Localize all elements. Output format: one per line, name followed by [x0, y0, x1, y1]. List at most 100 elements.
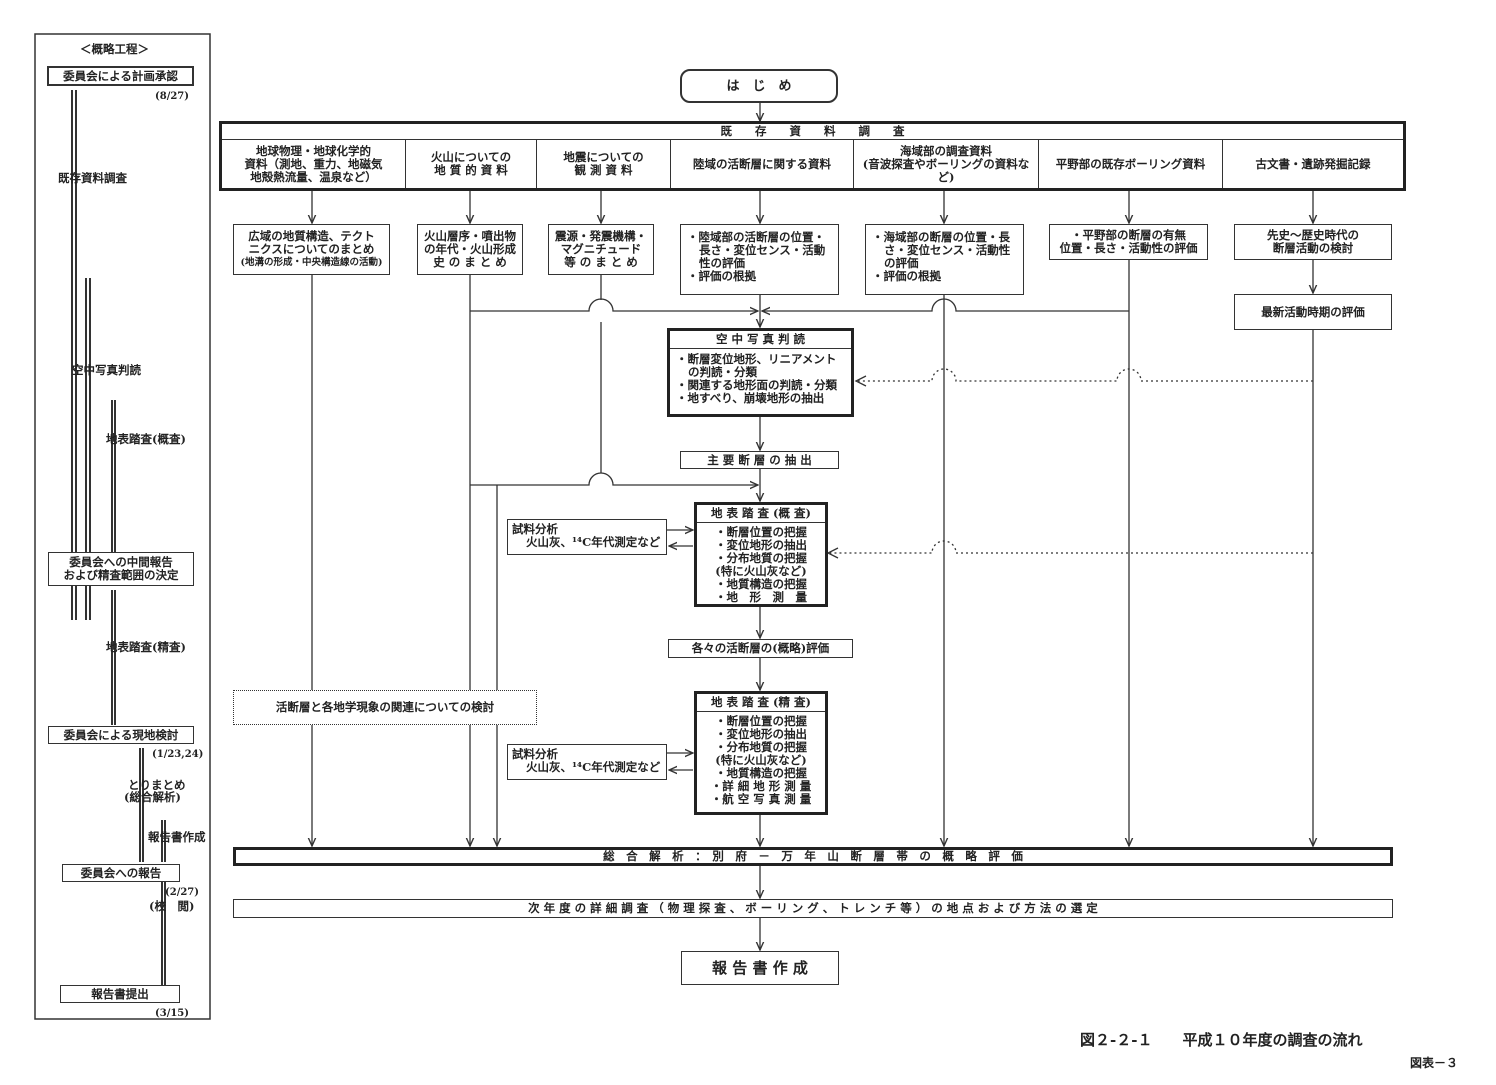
flow-start-box: は じ め — [680, 69, 838, 103]
fault-evaluation-label: 各々の活断層の(概略)評価 — [691, 641, 830, 655]
flow-start-label: は じ め — [726, 78, 792, 94]
land-l3: 性の評価 — [699, 256, 745, 270]
schedule-approval-date: (8/27) — [155, 91, 189, 102]
sea-fault-eval-box: ・海域部の断層の位置・長さ・変位センス・活動性の評価・評価の根拠 — [865, 224, 1024, 295]
schedule-site-review-box: 委員会による現地検討 — [48, 726, 194, 744]
sample2-l2: 火山灰、¹⁴C年代測定など — [526, 760, 661, 774]
sample2-l1: 試料分析 — [512, 747, 558, 761]
rough-l6: ・地 形 測 量 — [715, 590, 807, 604]
column-land-faults-l1: 陸域の活断層に関する資料 — [693, 156, 831, 171]
figure-caption: 図２-２-１ 平成１０年度の調査の流れ — [1080, 1031, 1363, 1049]
rough-l2: ・変位地形の抽出 — [715, 538, 807, 552]
sample1-l2: 火山灰、¹⁴C年代測定など — [526, 535, 661, 549]
history-l1: 先史～歴史時代の — [1267, 228, 1359, 242]
plain-fault-eval-box: ・平野部の断層の有無位置・長さ・活動性の評価 — [1049, 224, 1208, 260]
aerial-photo-box: 空 中 写 真 判 読 ・断層変位地形、リニアメント の判読・分類 ・関連する地… — [667, 328, 854, 417]
regional-l3: (地溝の形成・中央構造線の活動) — [240, 257, 383, 268]
latest-activity-label: 最新活動時期の評価 — [1261, 304, 1365, 319]
history-l2: 断層活動の検討 — [1272, 241, 1354, 255]
column-sea-l1: 海域部の調査資料 — [900, 143, 992, 158]
column-plain-boring: 平野部の既存ボーリング資料 — [1039, 140, 1223, 188]
rough-l4: (特に火山灰など) — [715, 564, 807, 578]
schedule-proofread: (校 閲) — [149, 899, 195, 913]
schedule-summary-line1: とりまとめ — [128, 778, 186, 792]
relation-review-box: 活断層と各地学現象の関連についての検討 — [233, 690, 537, 725]
main-fault-extraction-label: 主 要 断 層 の 抽 出 — [707, 452, 812, 467]
aerial-l3: ・関連する地形面の判読・分類 — [676, 378, 837, 392]
column-earthquake-l2: 観 測 資 料 — [574, 163, 633, 177]
detail-l5: ・地質構造の把握 — [715, 766, 807, 780]
quake-l2: マグニチュード — [560, 242, 642, 256]
schedule-report-writing: 報告書作成 — [148, 830, 206, 844]
land-l1: ・陸域部の活断層の位置・ — [687, 230, 825, 244]
column-history-l1: 古文書・遺跡発掘記録 — [1255, 156, 1371, 171]
schedule-interim-line2: および精査範囲の決定 — [63, 568, 179, 582]
detail-l7: ・航 空 写 真 測 量 — [710, 792, 812, 806]
rough-survey-box: 地 表 踏 査 (概 査) ・断層位置の把握 ・変位地形の抽出 ・分布地質の把握… — [694, 502, 828, 607]
sea-l3: の評価 — [884, 256, 919, 270]
column-plain-boring-l1: 平野部の既存ボーリング資料 — [1055, 156, 1206, 171]
land-l4: ・評価の根拠 — [687, 269, 756, 283]
plain-l1: ・平野部の断層の有無 — [1071, 228, 1186, 242]
synthesis-box: 総 合 解 析 ： 別 府 － 万 年 山 断 層 帯 の 概 略 評 価 — [233, 847, 1393, 866]
rough-l3: ・分布地質の把握 — [715, 551, 807, 565]
schedule-submit-box: 報告書提出 — [60, 985, 180, 1003]
column-geophysics-l2: 資料（測地、重力、地磁気 — [244, 156, 383, 171]
existing-materials-table: 既 存 資 料 調 査 地球物理・地球化学的資料（測地、重力、地磁気地殻熱流量、… — [219, 121, 1406, 191]
history-review-box: 先史～歴史時代の断層活動の検討 — [1234, 224, 1392, 260]
column-earthquake: 地震についての観 測 資 料 — [537, 140, 671, 188]
detail-l2: ・変位地形の抽出 — [715, 727, 807, 741]
report-label: 報 告 書 作 成 — [712, 958, 808, 977]
main-fault-extraction-box: 主 要 断 層 の 抽 出 — [680, 451, 839, 469]
volcano-l3: 史 の ま と め — [433, 255, 507, 269]
aerial-l1: ・断層変位地形、リニアメント — [676, 352, 837, 366]
latest-activity-box: 最新活動時期の評価 — [1234, 294, 1392, 330]
rough-survey-title: 地 表 踏 査 (概 査) — [697, 505, 825, 523]
schedule-site-review-date: (1/23,24) — [152, 749, 204, 760]
detail-l4: (特に火山灰など) — [715, 753, 807, 767]
column-volcano-l1: 火山についての — [430, 150, 512, 164]
plain-l2: 位置・長さ・活動性の評価 — [1059, 241, 1198, 255]
schedule-title: ＜概略工程＞ — [80, 42, 149, 56]
page-label: 図表－３ — [1410, 1056, 1459, 1070]
schedule-report-label: 委員会への報告 — [80, 865, 162, 880]
volcano-l2: の年代・火山形成 — [424, 242, 516, 256]
detail-l1: ・断層位置の把握 — [715, 714, 807, 728]
report-box: 報 告 書 作 成 — [681, 951, 839, 985]
regional-l2: ニクスについてのまとめ — [248, 242, 375, 256]
aerial-l2: の判読・分類 — [688, 365, 757, 379]
schedule-submit-date: (3/15) — [155, 1008, 189, 1019]
schedule-existing: 既存資料調査 — [58, 171, 127, 185]
schedule-submit-label: 報告書提出 — [91, 986, 149, 1001]
next-year-box: 次 年 度 の 詳 細 調 査 （ 物 理 探 査 、 ボ ー リ ン グ 、 … — [233, 899, 1393, 918]
column-volcano: 火山についての地 質 的 資 料 — [406, 140, 537, 188]
next-year-label: 次 年 度 の 詳 細 調 査 （ 物 理 探 査 、 ボ ー リ ン グ 、 … — [528, 901, 1098, 915]
regional-l1: 広域の地質構造、テクト — [248, 229, 375, 243]
detail-l3: ・分布地質の把握 — [715, 740, 807, 754]
quake-l3: 等 の ま と め — [564, 255, 638, 269]
sample-analysis-2-box: 試料分析火山灰、¹⁴C年代測定など — [507, 744, 667, 780]
schedule-summary-line2: (総合解析) — [124, 790, 181, 804]
schedule-aerial: 空中写真判読 — [72, 363, 141, 377]
synthesis-label: 総 合 解 析 ： 別 府 － 万 年 山 断 層 帯 の 概 略 評 価 — [603, 849, 1023, 863]
relation-review-label: 活断層と各地学現象の関連についての検討 — [275, 700, 495, 714]
detail-survey-box: 地 表 踏 査 (精 査) ・断層位置の把握 ・変位地形の抽出 ・分布地質の把握… — [694, 691, 828, 815]
column-earthquake-l1: 地震についての — [563, 150, 644, 164]
quake-l1: 震源・発震機構・ — [555, 229, 647, 243]
fault-evaluation-box: 各々の活断層の(概略)評価 — [668, 639, 853, 658]
column-geophysics-l1: 地球物理・地球化学的 — [256, 143, 371, 158]
land-fault-eval-box: ・陸域部の活断層の位置・長さ・変位センス・活動性の評価・評価の根拠 — [680, 224, 839, 295]
schedule-interim-box: 委員会への中間報告および精査範囲の決定 — [48, 552, 194, 586]
existing-header: 既 存 資 料 調 査 — [222, 124, 1403, 140]
sea-l2: さ・変位センス・活動性 — [884, 243, 1011, 257]
schedule-site-review-label: 委員会による現地検討 — [63, 727, 179, 742]
schedule-interim-line1: 委員会への中間報告 — [69, 555, 173, 569]
schedule-survey-detail: 地表踏査(精査) — [106, 640, 186, 654]
column-history: 古文書・遺跡発掘記録 — [1223, 140, 1403, 188]
land-l2: 長さ・変位センス・活動 — [699, 243, 826, 257]
regional-geology-box: 広域の地質構造、テクトニクスについてのまとめ(地溝の形成・中央構造線の活動) — [233, 224, 390, 275]
schedule-survey-rough: 地表踏査(概査) — [106, 432, 186, 446]
schedule-approval-box: 委員会による計画承認 — [47, 66, 194, 86]
rough-l1: ・断層位置の把握 — [715, 525, 807, 539]
schedule-report-box: 委員会への報告 — [62, 864, 180, 882]
